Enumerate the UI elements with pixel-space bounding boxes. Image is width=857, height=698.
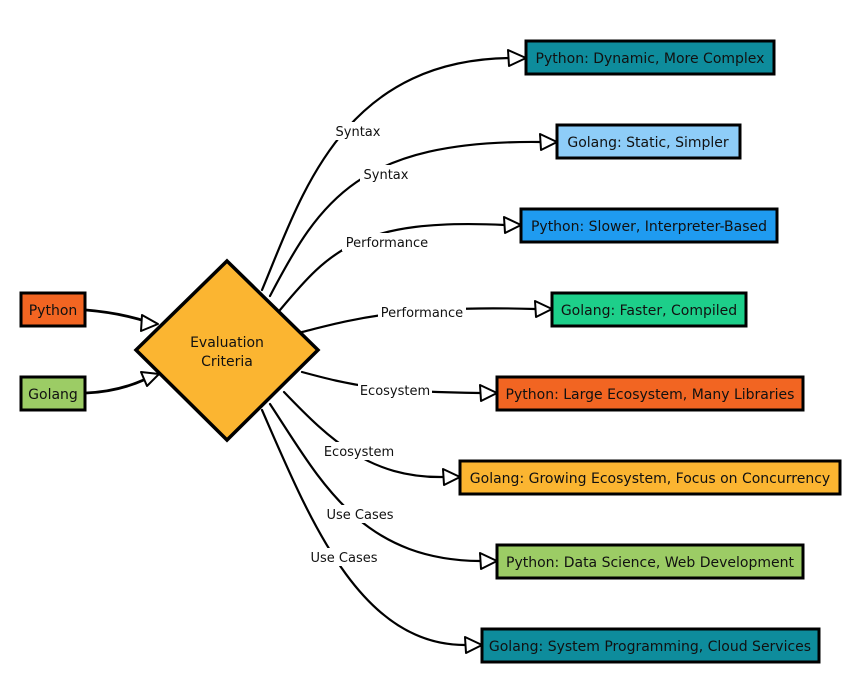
svg-text:Ecosystem: Ecosystem (324, 445, 394, 460)
svg-text:Python: Slower, Interpreter-Ba: Python: Slower, Interpreter-Based (531, 219, 767, 235)
svg-text:Python: Data Science, Web Deve: Python: Data Science, Web Development (506, 555, 794, 571)
arrowhead-golang (140, 371, 160, 387)
svg-text:Syntax: Syntax (336, 125, 381, 140)
edge-label-ecosystem-python: Ecosystem (358, 381, 432, 399)
svg-text:Golang: Growing Ecosystem, Foc: Golang: Growing Ecosystem, Focus on Conc… (470, 471, 830, 487)
edge-syntax-python (260, 56, 512, 292)
svg-text:Criteria: Criteria (201, 354, 253, 370)
svg-text:Use Cases: Use Cases (310, 551, 377, 566)
edge-label-syntax-python: Syntax (332, 122, 384, 140)
svg-text:Golang: Static, Simpler: Golang: Static, Simpler (567, 135, 729, 151)
node-python[interactable]: Python (19, 291, 87, 328)
arrowhead-t2 (539, 133, 558, 151)
svg-text:Syntax: Syntax (364, 168, 409, 183)
node-golang-usecases[interactable]: Golang: System Programming, Cloud Servic… (480, 627, 821, 664)
arrowhead-t1 (507, 49, 527, 67)
svg-text:Python: Dynamic, More Complex: Python: Dynamic, More Complex (536, 51, 765, 67)
edge-usecases-golang (260, 408, 467, 647)
svg-text:Golang: Faster, Compiled: Golang: Faster, Compiled (561, 303, 737, 319)
edge-label-performance-golang: Performance (378, 303, 466, 321)
svg-text:Golang: System Programming, Cl: Golang: System Programming, Cloud Servic… (489, 639, 811, 655)
edge-label-usecases-golang: Use Cases (308, 548, 380, 566)
edge-syntax-golang (268, 140, 542, 298)
svg-text:Performance: Performance (381, 306, 463, 321)
node-python-syntax[interactable]: Python: Dynamic, More Complex (524, 39, 776, 76)
edge-ecosystem-golang (282, 390, 445, 479)
node-golang[interactable]: Golang (19, 375, 87, 412)
edge-label-usecases-python: Use Cases (325, 505, 395, 523)
edge-label-syntax-golang: Syntax (360, 165, 412, 183)
node-python-usecases[interactable]: Python: Data Science, Web Development (495, 543, 805, 580)
edge-python-to-criteria (84, 308, 150, 324)
node-python-performance[interactable]: Python: Slower, Interpreter-Based (519, 207, 779, 244)
node-golang-performance[interactable]: Golang: Faster, Compiled (550, 291, 748, 328)
node-evaluation-criteria[interactable]: Evaluation Criteria (133, 258, 321, 443)
arrowhead-t8 (464, 636, 483, 654)
node-golang-syntax[interactable]: Golang: Static, Simpler (555, 123, 742, 160)
arrowhead-t4 (534, 300, 553, 318)
arrowhead-python (140, 314, 159, 332)
edge-label-ecosystem-golang: Ecosystem (322, 442, 396, 460)
arrowhead-t3 (503, 216, 522, 234)
svg-text:Python: Large Ecosystem, Many: Python: Large Ecosystem, Many Libraries (506, 387, 795, 403)
edge-golang-to-criteria (84, 375, 152, 395)
svg-text:Use Cases: Use Cases (326, 508, 393, 523)
arrowhead-t5 (479, 384, 498, 402)
node-golang-ecosystem[interactable]: Golang: Growing Ecosystem, Focus on Conc… (458, 459, 842, 496)
svg-text:Evaluation: Evaluation (190, 335, 264, 351)
svg-text:Golang: Golang (28, 387, 78, 403)
svg-text:Ecosystem: Ecosystem (360, 384, 430, 399)
svg-text:Performance: Performance (346, 236, 428, 251)
edge-label-performance-python: Performance (342, 233, 432, 251)
arrowhead-t6 (442, 468, 461, 486)
node-python-ecosystem[interactable]: Python: Large Ecosystem, Many Libraries (495, 375, 805, 412)
svg-text:Python: Python (29, 303, 78, 319)
arrowhead-t7 (479, 552, 498, 570)
